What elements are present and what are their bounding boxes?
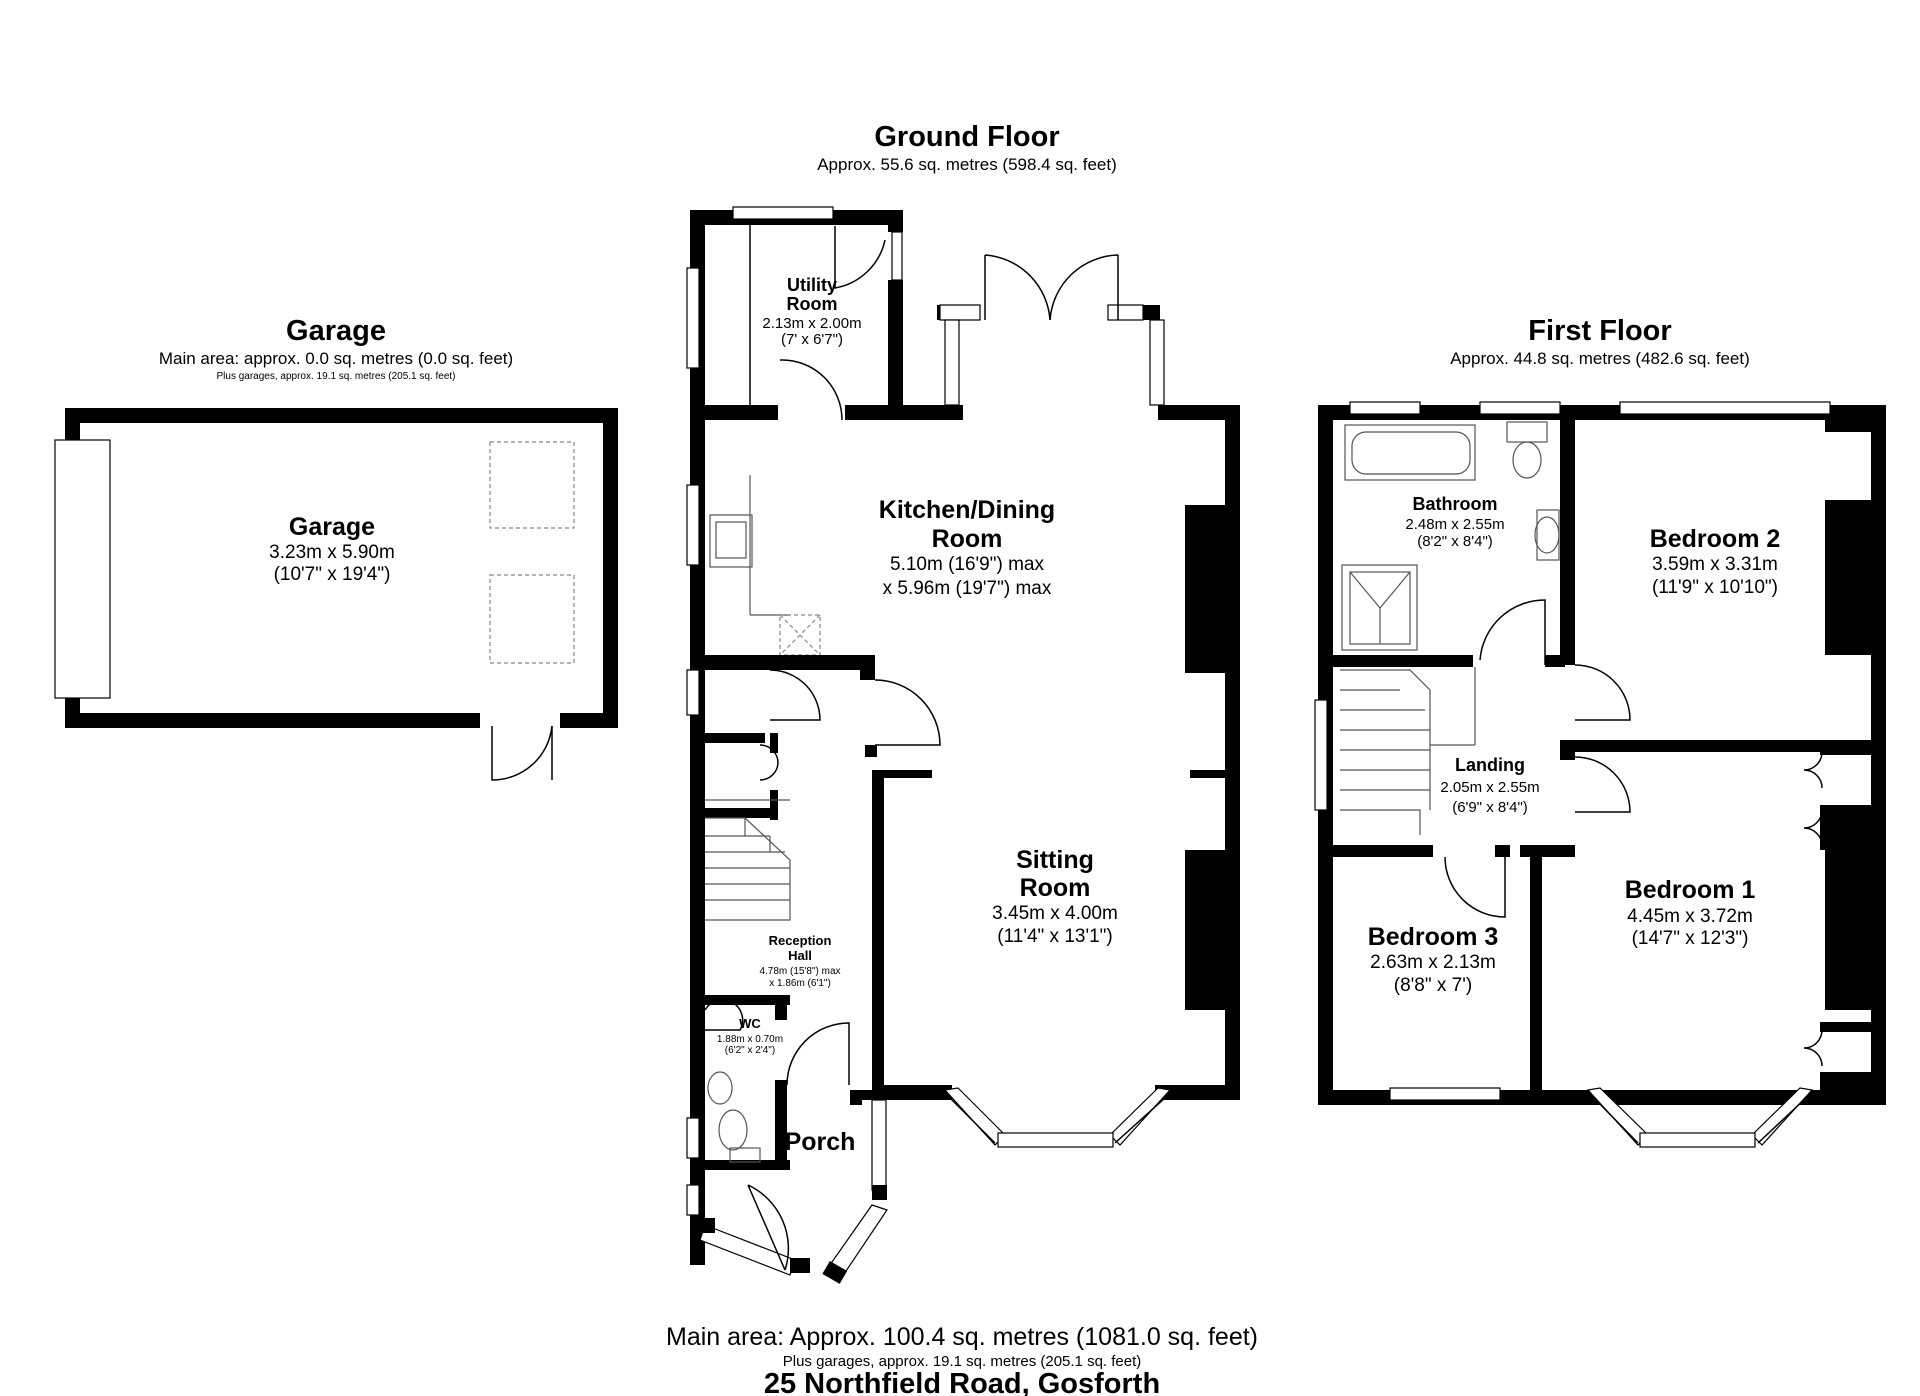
bedroom2-dim-ft: (11'9" x 10'10") <box>1652 577 1778 598</box>
garage-title: Garage <box>286 315 386 347</box>
bedroom2-name: Bedroom 2 <box>1650 525 1781 553</box>
garage-room-dim-m: 3.23m x 5.90m <box>269 542 395 563</box>
ground-floor-title: Ground Floor <box>874 121 1059 153</box>
wc-name: WC <box>739 1016 761 1031</box>
landing-name: Landing <box>1455 755 1525 775</box>
ground-stairs <box>705 799 791 921</box>
sitting-room-name-1: Sitting <box>1016 846 1094 874</box>
first-floor-title: First Floor <box>1528 315 1671 347</box>
sitting-room-dim-m: 3.45m x 4.00m <box>992 903 1118 924</box>
porch-name: Porch <box>785 1128 856 1156</box>
landing-dim-m: 2.05m x 2.55m <box>1440 779 1539 796</box>
bedroom2-dim-m: 3.59m x 3.31m <box>1652 554 1778 575</box>
garage-plan: Garage 3.23m x 5.90m (10'7" x 19'4") <box>54 408 618 781</box>
landing-dim-ft: (6'9" x 8'4") <box>1452 799 1528 816</box>
bedroom3-name: Bedroom 3 <box>1368 923 1499 951</box>
utility-room-name-1: Utility <box>787 275 837 295</box>
ground-floor-area: Approx. 55.6 sq. metres (598.4 sq. feet) <box>817 155 1117 174</box>
garage-room-name: Garage <box>289 513 375 541</box>
wc-dim-m: 1.88m x 0.70m <box>717 1034 783 1045</box>
utility-room-dim-m: 2.13m x 2.00m <box>762 315 861 332</box>
ground-floor-plan <box>686 206 1240 1284</box>
sitting-room-dim-ft: (11'4" x 13'1") <box>997 926 1112 947</box>
utility-room-dim-ft: (7' x 6'7") <box>781 331 843 348</box>
garage-plus-area: Plus garages, approx. 19.1 sq. metres (2… <box>216 371 455 382</box>
kitchen-room-dim-1: 5.10m (16'9") max <box>890 554 1044 575</box>
reception-hall-dim-2: x 1.86m (6'1") <box>769 978 831 989</box>
bedroom1-dim-m: 4.45m x 3.72m <box>1627 906 1753 927</box>
bedroom3-dim-ft: (8'8" x 7') <box>1394 975 1472 996</box>
garage-area: Main area: approx. 0.0 sq. metres (0.0 s… <box>159 349 513 368</box>
kitchen-room-name-1: Kitchen/Dining <box>879 496 1055 524</box>
kitchen-room-name-2: Room <box>932 525 1003 553</box>
bathroom-dim-m: 2.48m x 2.55m <box>1405 516 1504 533</box>
bathroom-name: Bathroom <box>1413 494 1498 514</box>
total-plus-garages: Plus garages, approx. 19.1 sq. metres (2… <box>783 1353 1142 1370</box>
first-floor-plan <box>1314 401 1886 1148</box>
wc-dim-ft: (6'2" x 2'4") <box>725 1045 775 1056</box>
garage-room-dim-ft: (10'7" x 19'4") <box>274 564 391 585</box>
reception-hall-dim-1: 4.78m (15'8") max <box>759 966 840 977</box>
reception-hall-name-1: Reception <box>769 933 832 948</box>
bathroom-dim-ft: (8'2" x 8'4") <box>1417 533 1493 550</box>
property-address: 25 Northfield Road, Gosforth <box>764 1368 1160 1396</box>
first-floor-area: Approx. 44.8 sq. metres (482.6 sq. feet) <box>1450 349 1750 368</box>
bedroom1-name: Bedroom 1 <box>1625 876 1756 904</box>
bedroom3-dim-m: 2.63m x 2.13m <box>1370 952 1496 973</box>
utility-room-name-2: Room <box>787 294 838 314</box>
reception-hall-name-2: Hall <box>788 948 812 963</box>
bedroom1-dim-ft: (14'7" x 12'3") <box>1632 928 1749 949</box>
first-stairs <box>1340 667 1476 835</box>
total-main-area: Main area: Approx. 100.4 sq. metres (108… <box>666 1323 1258 1351</box>
sitting-room-name-2: Room <box>1020 874 1091 902</box>
kitchen-room-dim-2: x 5.96m (19'7") max <box>883 578 1052 599</box>
